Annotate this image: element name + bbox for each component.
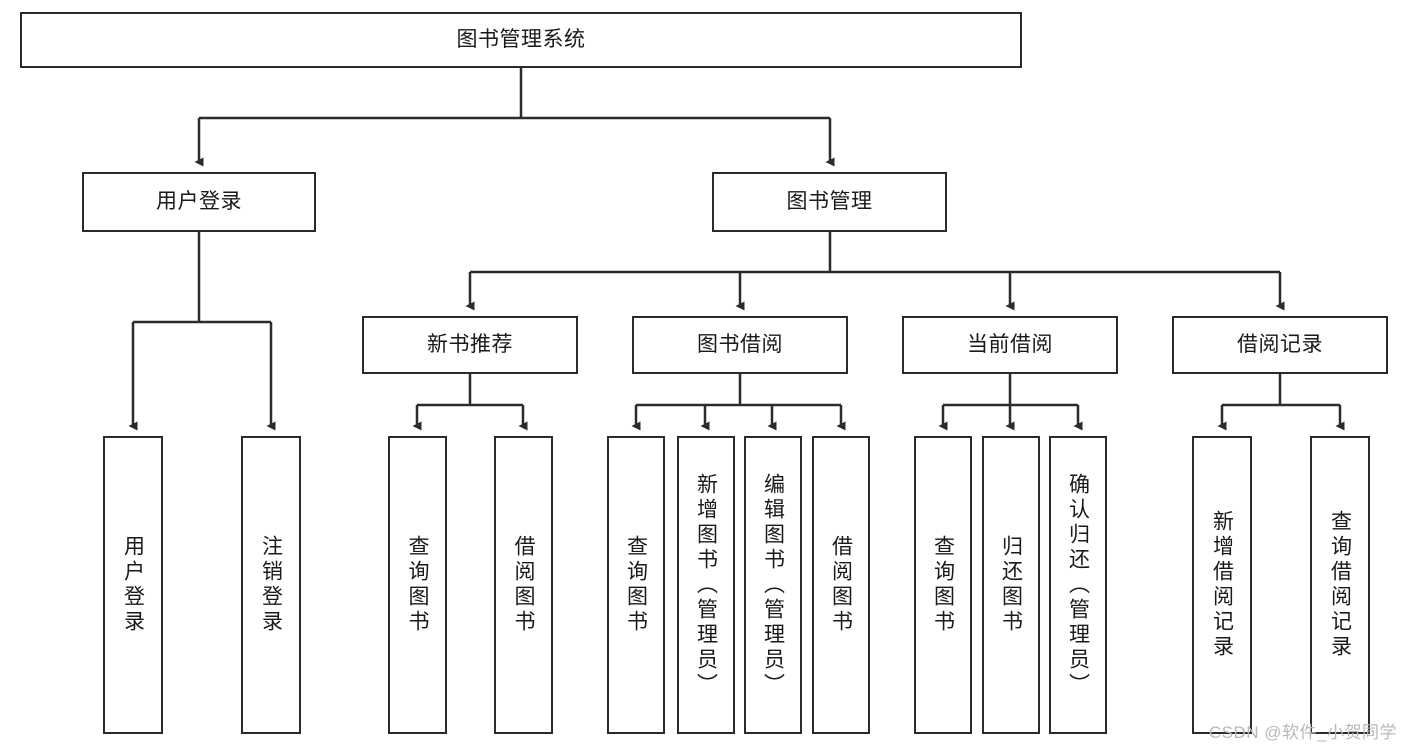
node-leaf-query-record-label: 查询借阅记录 (1328, 510, 1352, 660)
node-current-borrow[interactable]: 当前借阅 (902, 316, 1118, 374)
node-leaf-query-book-1-label: 查询图书 (406, 535, 429, 635)
node-leaf-borrow-book-2-label: 借阅图书 (829, 535, 853, 635)
node-user-login-label: 用户登录 (156, 189, 242, 213)
node-leaf-query-book-2-label: 查询图书 (624, 535, 648, 635)
node-leaf-borrow-book-1[interactable]: 借阅图书 (494, 436, 553, 734)
node-leaf-user-login-label: 用户登录 (121, 535, 145, 635)
node-leaf-borrow-book-2[interactable]: 借阅图书 (812, 436, 870, 734)
node-leaf-edit-book-label: 编辑图书（管理员） (761, 472, 785, 698)
node-book-borrow[interactable]: 图书借阅 (632, 316, 848, 374)
node-leaf-add-record[interactable]: 新增借阅记录 (1192, 436, 1252, 734)
node-leaf-query-record[interactable]: 查询借阅记录 (1310, 436, 1370, 734)
node-leaf-return-book[interactable]: 归还图书 (982, 436, 1040, 734)
node-leaf-user-login[interactable]: 用户登录 (103, 436, 163, 734)
node-leaf-query-book-3[interactable]: 查询图书 (914, 436, 972, 734)
node-leaf-add-book-label: 新增图书（管理员） (694, 472, 718, 698)
node-current-borrow-label: 当前借阅 (967, 332, 1053, 356)
node-leaf-confirm-return-label: 确认归还（管理员） (1066, 472, 1090, 698)
node-borrow-record[interactable]: 借阅记录 (1172, 316, 1388, 374)
node-leaf-add-book[interactable]: 新增图书（管理员） (677, 436, 735, 734)
node-borrow-record-label: 借阅记录 (1237, 332, 1323, 356)
node-leaf-query-book-1[interactable]: 查询图书 (388, 436, 447, 734)
node-new-book-rec[interactable]: 新书推荐 (362, 316, 578, 374)
node-leaf-return-book-label: 归还图书 (999, 535, 1023, 635)
watermark: CSDN @软件_小贺同学 (1208, 723, 1397, 742)
node-leaf-borrow-book-1-label: 借阅图书 (512, 535, 535, 635)
node-root[interactable]: 图书管理系统 (20, 12, 1022, 68)
node-leaf-query-book-2[interactable]: 查询图书 (607, 436, 665, 734)
node-leaf-add-record-label: 新增借阅记录 (1210, 510, 1234, 660)
node-leaf-query-book-3-label: 查询图书 (931, 535, 955, 635)
node-book-manage[interactable]: 图书管理 (712, 172, 947, 232)
node-leaf-edit-book[interactable]: 编辑图书（管理员） (744, 436, 802, 734)
node-user-login[interactable]: 用户登录 (82, 172, 316, 232)
node-leaf-confirm-return[interactable]: 确认归还（管理员） (1049, 436, 1107, 734)
node-book-manage-label: 图书管理 (786, 189, 873, 213)
node-root-label: 图书管理系统 (456, 27, 586, 51)
node-book-borrow-label: 图书借阅 (697, 332, 783, 356)
node-new-book-rec-label: 新书推荐 (427, 332, 513, 356)
node-leaf-logout-label: 注销登录 (259, 535, 283, 635)
node-leaf-logout[interactable]: 注销登录 (241, 436, 301, 734)
